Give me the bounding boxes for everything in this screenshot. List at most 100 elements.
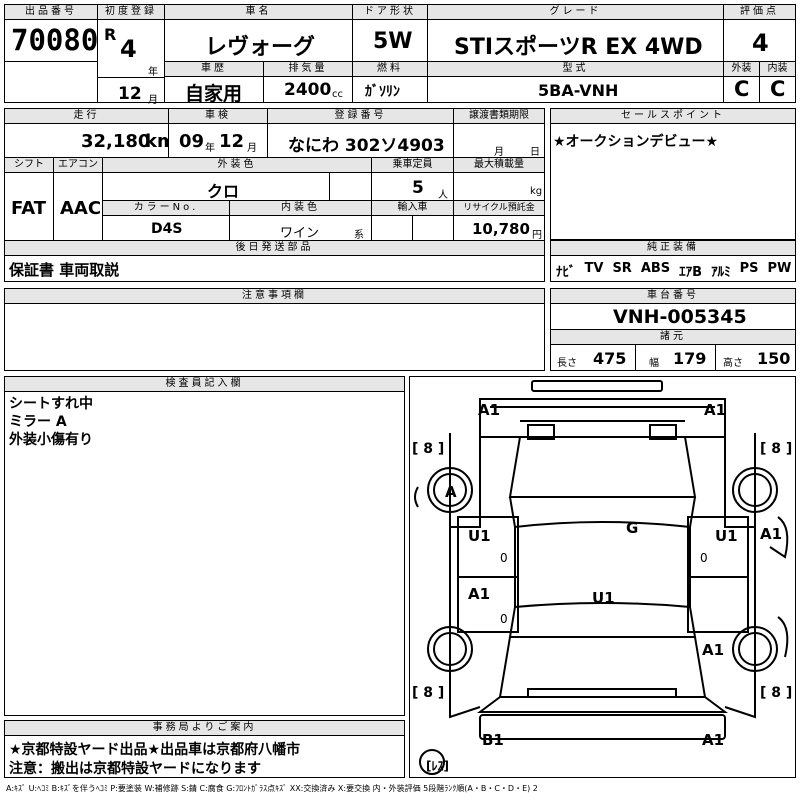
capacity-unit: 人 [438, 190, 448, 201]
import-header: 輸入車 [372, 201, 453, 216]
max-load-cell: 最大積載量 kg [453, 157, 545, 201]
plate-cell: 登録番号 なにわ 302ソ4903 [267, 108, 454, 158]
diagram-label: A1 [702, 641, 725, 659]
diagram-label: [ 8 ] [412, 441, 445, 457]
displacement: 2400 [284, 80, 332, 100]
diagram-label: A1 [704, 401, 727, 419]
door-header: ドア形状 [353, 5, 427, 20]
first-reg-cell: 初度登録 R 4 年 12 月 [97, 4, 165, 106]
score-cell: 評価点 4 [723, 4, 796, 62]
equip-item: PW [767, 261, 792, 276]
displacement-unit: cc [332, 89, 343, 100]
later-items-cell: 後日発送部品 保証書 車両取説 [4, 240, 545, 282]
width: 179 [673, 349, 707, 368]
transfer-cell: 譲渡書類期限 月 日 [453, 108, 545, 158]
office-cell: 事務局よりご案内 ★京都特設ヤード出品★出品車は京都府八幡市 注意：搬出は京都特… [4, 720, 405, 778]
shift: FAT [11, 198, 47, 219]
model-cell: 型式 5BA-VNH [427, 61, 724, 103]
notes-cell: 注意事項欄 [4, 288, 545, 371]
chassis-cell: 車台番号 VNH-005345 [550, 288, 796, 330]
recycle-unit: 円 [532, 230, 542, 241]
fuel: ｶﾞｿﾘﾝ [365, 84, 400, 100]
int-color-unit: 系 [354, 230, 364, 241]
first-reg-year: 4 [120, 35, 137, 63]
inspector-line: ミラー A [9, 414, 67, 430]
aircon-header: エアコン [54, 158, 102, 173]
diagram-label: 0 [500, 551, 508, 565]
diagram-label: B1 [482, 731, 504, 749]
length-label: 長さ [557, 358, 577, 369]
office-header: 事務局よりご案内 [5, 721, 404, 736]
length: 475 [593, 349, 627, 368]
door-type: 5W [373, 29, 413, 54]
sales-point-text: ★オークションデビュー★ [553, 134, 719, 150]
lot-number: 70080 [11, 23, 99, 57]
diagram-label: A1 [468, 585, 491, 603]
model-header: 型式 [428, 62, 723, 77]
diagram-label: G [626, 519, 639, 537]
inspection-cell: 車検 09 年 12 月 [168, 108, 268, 158]
color-no: D4S [151, 221, 183, 237]
first-reg-month-unit: 月 [148, 95, 158, 106]
aircon: AAC [60, 198, 102, 219]
equip-item: ﾅﾋﾞ [556, 265, 576, 280]
capacity: 5 [412, 178, 424, 198]
diagram-label: 0 [500, 612, 508, 626]
height: 150 [757, 349, 791, 368]
equipment-cell: 純正装備 ﾅﾋﾞ TV SR ABS ｴｱB ｱﾙﾐ PS PW [550, 240, 796, 282]
equip-item: TV [584, 261, 604, 276]
equip-item: SR [612, 261, 632, 276]
diagram-label: A1 [760, 525, 783, 543]
damage-diagram: A1 A1 [ 8 ] [ 8 ] A G U1 U1 A1 0 0 A1 0 … [409, 376, 796, 778]
equip-item: ｴｱB [679, 265, 703, 280]
first-reg-month: 12 [118, 84, 142, 104]
lot-extra-cell [4, 61, 98, 103]
ext-color-cell: 外装色 クロ [102, 157, 372, 201]
inspection-month: 12 [219, 131, 245, 152]
equipment-header: 純正装備 [551, 241, 795, 256]
car-name-header: 車名 [165, 5, 352, 20]
inspection-year: 09 [179, 131, 205, 152]
history-cell: 車歴 自家用 [164, 61, 264, 105]
transfer-day-unit: 日 [530, 147, 540, 158]
equip-item: ｱﾙﾐ [711, 265, 731, 280]
grade: STIスポーツR EX 4WD [454, 35, 703, 60]
history-header: 車歴 [165, 62, 263, 77]
int-color-header: 内装色 [230, 201, 371, 216]
car-name: レヴォーグ [205, 35, 316, 60]
displacement-header: 排気量 [264, 62, 352, 77]
plate-header: 登録番号 [268, 109, 453, 124]
car-outline [414, 380, 789, 775]
int-grade-header: 内装 [760, 62, 795, 77]
score: 4 [752, 29, 769, 57]
equipment-list: ﾅﾋﾞ TV SR ABS ｴｱB ｱﾙﾐ PS PW [556, 261, 791, 280]
mileage-cell: 走行 32,180 km [4, 108, 176, 158]
first-reg-year-unit: 年 [148, 67, 158, 78]
diagram-label: [ 8 ] [760, 441, 793, 457]
ext-color: クロ [207, 182, 240, 201]
max-load-header: 最大積載量 [454, 158, 544, 173]
inspection-month-unit: 月 [247, 143, 257, 154]
car-name-cell: 車名 レヴォーグ [164, 4, 353, 62]
recycle-fee: 10,780 [472, 220, 530, 238]
grade-header: グレード [428, 5, 723, 20]
equip-item: ABS [640, 261, 671, 276]
notes-header: 注意事項欄 [5, 289, 544, 304]
inspection-header: 車検 [169, 109, 267, 124]
equip-item: PS [739, 261, 759, 276]
office-line: ★京都特設ヤード出品★出品車は京都府八幡市 [9, 742, 301, 758]
history: 自家用 [185, 83, 243, 105]
ext-grade-cell: 外装 C [723, 61, 760, 103]
dims-cell: 諸元 長さ 475 幅 179 高さ 150 [550, 329, 796, 371]
diagram-label: [ 8 ] [412, 685, 445, 701]
diagram-label: [ 8 ] [760, 685, 793, 701]
int-grade: C [770, 77, 786, 101]
ext-grade: C [734, 77, 750, 101]
office-line: 注意：搬出は京都特設ヤードになります [9, 761, 261, 777]
chassis-header: 車台番号 [551, 289, 795, 304]
shift-cell: シフト FAT [4, 157, 54, 241]
inspection-year-unit: 年 [205, 143, 215, 154]
max-load-unit: kg [530, 186, 543, 197]
diagram-label: U1 [468, 527, 491, 545]
recycle-cell: リサイクル預託金 10,780 円 [453, 200, 545, 241]
